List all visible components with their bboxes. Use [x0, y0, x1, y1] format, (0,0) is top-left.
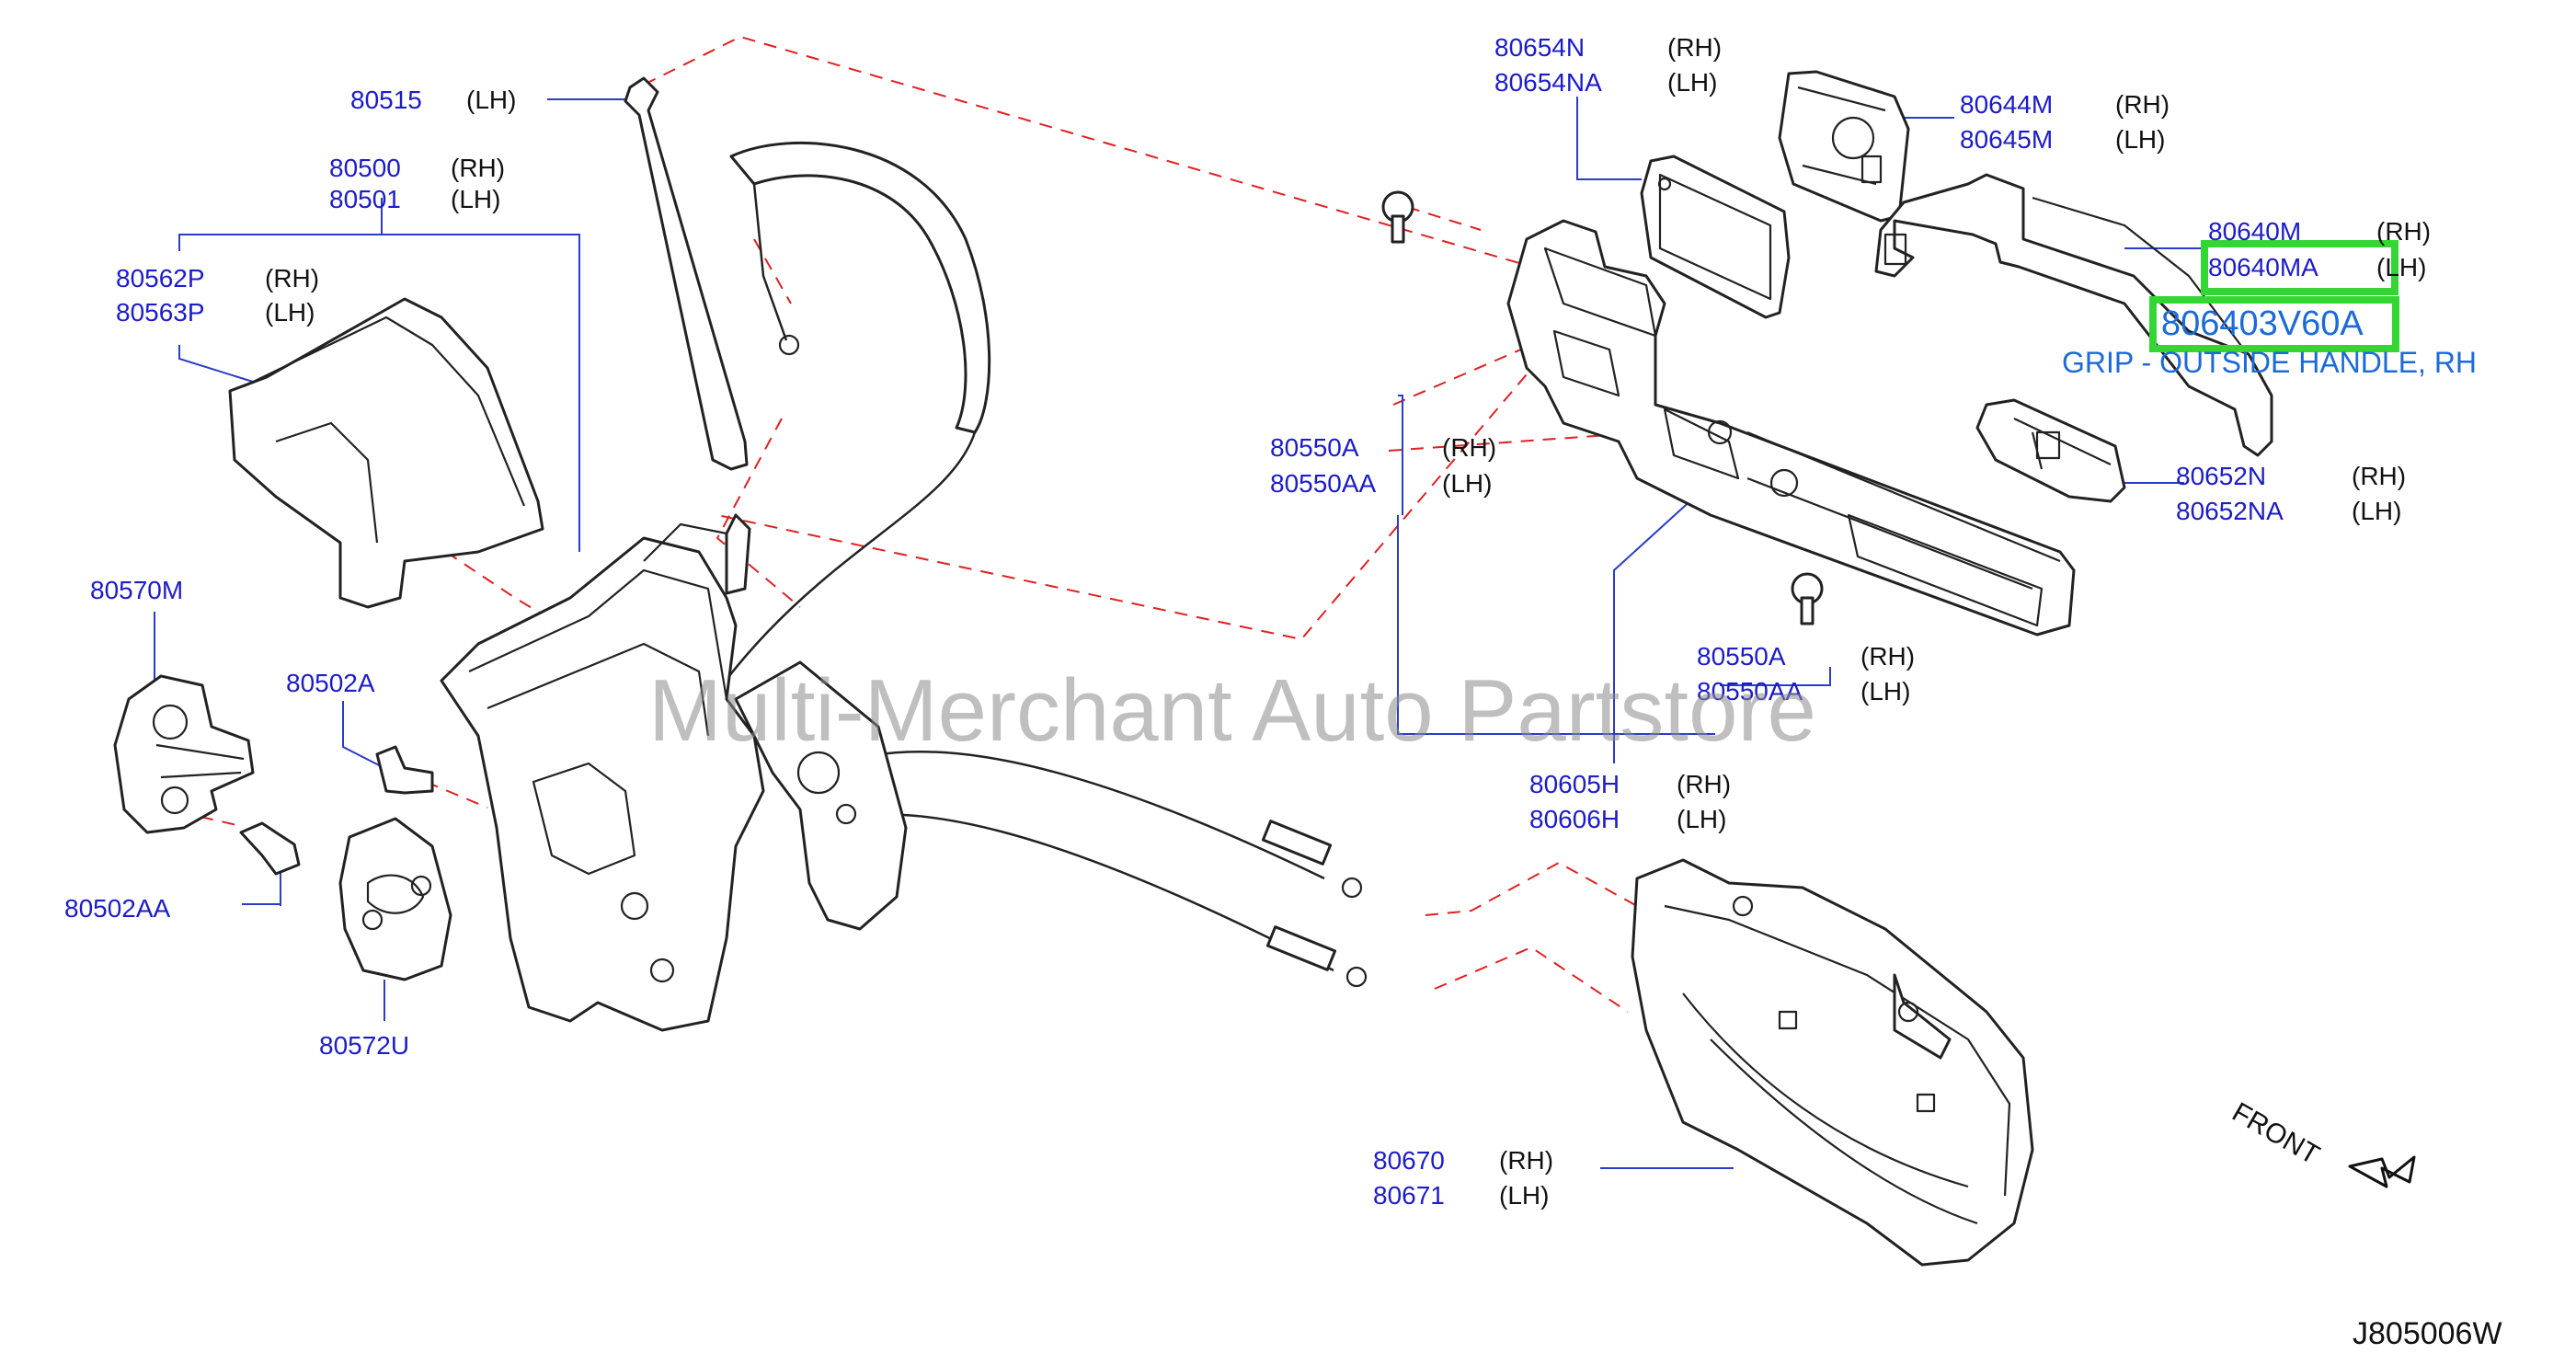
side-80501: (LH) — [451, 185, 500, 213]
part-number-80606H: 80606H — [1529, 805, 1620, 833]
side-80670: (RH) — [1499, 1146, 1553, 1175]
diagram-code: J805006W — [2353, 1316, 2502, 1351]
front-arrow-icon — [2348, 1155, 2416, 1188]
assembly-dashed-lines — [200, 35, 1647, 1013]
inside-handle-80670 — [1631, 858, 2034, 1267]
highlight-box-806403V60A — [2149, 296, 2399, 352]
side-80652NA: (LH) — [2352, 497, 2401, 525]
side-80654N: (RH) — [1667, 33, 1722, 62]
part-number-80572U: 80572U — [319, 1031, 409, 1060]
part-number-80550AA-bottom: 80550AA — [1697, 677, 1803, 705]
part-number-80563P: 80563P — [116, 298, 205, 327]
part-number-80550AA-top: 80550AA — [1270, 469, 1377, 498]
side-80550A-bottom: (RH) — [1860, 642, 1915, 671]
watermark: Multi-Merchant Auto Partstore — [648, 661, 1816, 760]
screw-80550A-bottom — [1791, 572, 1824, 625]
front-indicator: FRONT — [2227, 1096, 2416, 1188]
side-80640M: (RH) — [2376, 217, 2431, 246]
side-80652N: (RH) — [2352, 462, 2406, 490]
screw-80502A — [375, 745, 434, 795]
screw-80502AA — [239, 821, 301, 876]
part-number-80640MA: 80640MA — [2208, 253, 2318, 281]
lock-rod-80515 — [624, 76, 749, 471]
side-80640MA: (LH) — [2376, 253, 2426, 281]
highlight-part-number: 806403V60A — [2161, 304, 2364, 343]
gasket-80654N — [1640, 155, 1791, 319]
door-lock-actuator-80500 — [440, 513, 908, 1032]
highlight-box-80640MA — [2201, 240, 2399, 295]
side-80500: (RH) — [451, 154, 505, 182]
part-number-80652NA: 80652NA — [2176, 497, 2284, 525]
part-labels: 80515 (LH) 80500 (RH) 80501 (LH) 80562P … — [64, 33, 2431, 1210]
side-80644M: (RH) — [2115, 90, 2170, 119]
part-number-80500: 80500 — [329, 154, 401, 182]
escutcheon-80644M — [1778, 70, 1910, 223]
part-number-80671: 80671 — [1373, 1181, 1445, 1210]
side-80645M: (LH) — [2115, 125, 2165, 154]
front-label: FRONT — [2227, 1096, 2325, 1170]
part-number-80654N: 80654N — [1494, 33, 1585, 62]
side-80671: (LH) — [1499, 1181, 1549, 1210]
part-number-80562P: 80562P — [116, 264, 205, 292]
part-number-80501: 80501 — [329, 185, 401, 213]
part-number-80550A-top: 80550A — [1270, 433, 1359, 462]
cover-80562P — [228, 297, 544, 609]
handle-bracket-80605H — [1506, 219, 2076, 637]
part-number-80644M: 80644M — [1960, 90, 2053, 119]
side-80550AA-top: (LH) — [1442, 469, 1492, 498]
side-80606H: (LH) — [1677, 805, 1726, 833]
side-80654NA: (LH) — [1667, 68, 1717, 97]
shim-80572U — [338, 817, 452, 981]
side-80562P: (RH) — [265, 264, 319, 292]
side-80605H: (RH) — [1677, 770, 1731, 798]
striker-80570M — [113, 674, 255, 834]
screw-80550A-top — [1381, 190, 1414, 244]
part-number-80670: 80670 — [1373, 1146, 1445, 1175]
part-number-80645M: 80645M — [1960, 125, 2053, 154]
part-number-80550A-bottom: 80550A — [1697, 642, 1786, 671]
part-number-80605H: 80605H — [1529, 770, 1620, 798]
highlight-part-description: GRIP - OUTSIDE HANDLE, RH — [2062, 346, 2477, 379]
part-number-80640M: 80640M — [2208, 217, 2301, 246]
cap-80652N — [1975, 398, 2126, 503]
side-80563P: (LH) — [265, 298, 315, 327]
part-number-80652N: 80652N — [2176, 462, 2266, 490]
side-80515: (LH) — [466, 86, 516, 114]
part-number-80515: 80515 — [350, 86, 422, 114]
cable-assembly — [697, 141, 1368, 988]
part-number-80502AA: 80502AA — [64, 894, 171, 923]
part-number-80570M: 80570M — [90, 576, 183, 604]
part-number-80654NA: 80654NA — [1494, 68, 1602, 97]
part-number-80502A: 80502A — [286, 669, 375, 697]
side-80550AA-bottom: (LH) — [1860, 677, 1910, 705]
side-80550A-top: (RH) — [1442, 433, 1496, 462]
